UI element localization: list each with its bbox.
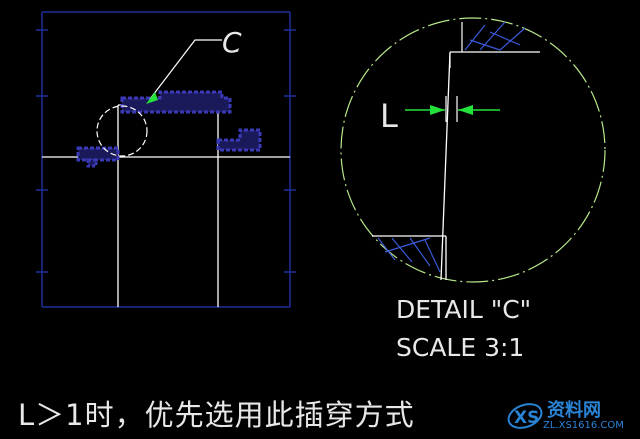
detail-title: DETAIL "C" [396, 295, 531, 324]
callout-label: C [222, 26, 242, 59]
watermark-brand: 资料网 [547, 400, 601, 421]
detail-hatch-top [464, 21, 526, 51]
xs-logo-letters: XS [514, 408, 539, 428]
xs-logo-icon: XS [507, 403, 543, 429]
callout-arrow [146, 92, 158, 104]
main-view: C [36, 11, 296, 308]
watermark-url: ZL.XS1616.COM [543, 420, 624, 431]
site-watermark: XS 资料网 ZL.XS1616.COM [505, 396, 637, 436]
callout-leader [149, 39, 222, 100]
detail-hatch-bottom [377, 237, 441, 273]
dimension-L: L [380, 96, 500, 135]
detail-scale: SCALE 3:1 [396, 333, 524, 362]
dimension-label: L [380, 97, 398, 135]
insert-part [76, 90, 262, 168]
dimension-arrow-left [430, 105, 445, 115]
detail-circle [340, 17, 606, 283]
core-pin [117, 104, 219, 307]
detail-view: L DETAIL "C" SCALE 3:1 [340, 17, 606, 362]
design-note-caption: L＞1时，优先选用此插穿方式 [18, 398, 415, 432]
plate-frame [36, 11, 296, 308]
dimension-arrow-right [458, 105, 473, 115]
detail-marker-circle [96, 105, 148, 157]
detail-part-edges [372, 51, 451, 281]
